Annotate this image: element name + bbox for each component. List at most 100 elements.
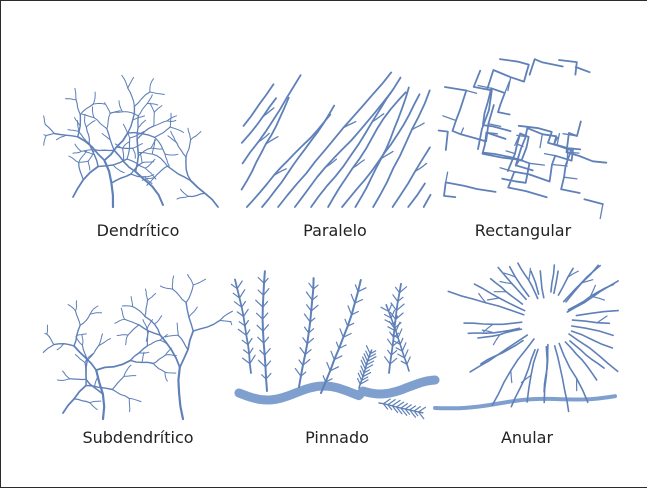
pinnate-feather [304,314,310,322]
subdendritic-stream [128,325,139,335]
radial-tributary [529,268,531,280]
subdendritic-stream [90,313,101,314]
dendritic-stream [113,165,124,173]
pinnate-feather [383,399,390,404]
rectangular-tributary [552,165,567,167]
subdendritic-stream [160,286,172,289]
dendritic-stream [150,92,164,95]
dendritic-stream [122,75,128,88]
dendritic-stream [117,147,133,149]
subdendritic-stream [76,336,82,345]
parallel-stream [393,147,430,207]
rectangular-tributary [506,151,515,154]
rectangular-stream [530,59,563,74]
dendritic-stream [147,95,152,104]
panel-annular: Anular [435,263,619,453]
dendritic-stream [137,126,154,139]
dendritic-stream [76,100,80,115]
subdendritic-stream [153,355,165,364]
pinnate-feather [237,281,242,289]
dendritic-stream [191,132,201,140]
parallel-stream [328,92,406,207]
pinnate-feather [393,295,398,302]
rectangular-tributary [564,177,577,179]
subdendritic-stream [165,372,176,373]
subdendritic-stream [87,346,99,361]
subdendritic-stream [155,316,162,324]
dendritic-stream [94,118,107,129]
subdendritic-stream [145,300,148,316]
rectangular-tributary [466,91,476,94]
rectangular-tributary [545,154,556,156]
radial-stream [576,311,618,316]
dendritic-stream [68,130,79,132]
caption-pinnate: Pinnado [239,428,435,448]
subdendritic-stream [117,335,128,336]
dendritic-stream [122,112,138,116]
dendritic-stream [167,116,176,121]
rectangular-stream [576,67,590,72]
dendritic-stream [46,134,54,136]
pinnate-feather [331,351,334,359]
dendritic-stream [154,166,167,178]
pinnate-feather [388,339,393,346]
subdendritic-stream [43,345,54,353]
pinnate-feather [405,405,411,409]
pinnate-stream [321,280,361,393]
pinnate-feather [300,348,305,355]
subdendritic-stream [76,301,77,311]
pinnate-feather [265,349,271,356]
dendritic-stream [128,88,135,106]
rectangular-tributary [529,163,544,165]
parallel-stream [244,84,274,126]
dendritic-stream [86,121,95,127]
dendritic-stream [151,148,162,149]
subdendritic-stream [68,305,75,312]
subdendritic-stream [125,319,139,325]
subdendritic-stream [172,276,173,289]
dendritic-stream [119,101,122,112]
caption-annular: Anular [435,428,619,448]
pinnate-feather [336,342,339,348]
dendritic-stream [134,92,150,106]
dendritic-stream [75,88,76,99]
pinnate-feather [366,351,369,357]
radial-tributary [487,298,499,300]
radial-stream [551,265,554,292]
subdendritic-stream [177,323,178,335]
pinnate-feather [299,360,303,365]
pinnate-feather [361,366,364,373]
radial-stream [540,271,544,298]
subdendritic-stream [145,289,147,300]
pinnate-feather [242,302,246,308]
pinnate-feather [400,338,403,344]
dendritic-stream [177,143,186,157]
subdendritic-stream [133,307,145,317]
dendritic-stream [79,163,84,180]
radial-stream [570,341,604,368]
subdendritic-stream [69,379,86,380]
subdendritic-stream [86,386,112,390]
pinnate-feather [396,287,400,292]
dendritic-stream [150,79,154,92]
radial-stream [470,335,527,372]
pinnate-feather [389,304,392,311]
subdendritic-stream [112,376,124,389]
pinnate-feather [410,406,416,410]
pinnate-feather [244,309,249,316]
pinnate-feather [348,306,352,315]
dendritic-pattern-drawing [43,57,233,212]
dendritic-stream [111,174,131,183]
dendritic-stream [93,103,105,104]
pinnate-feather [407,357,410,364]
pinnate-feather [248,339,252,345]
subdendritic-stream [220,311,232,320]
panel-parallel: Paralelo [239,57,431,247]
subdendritic-stream [115,319,125,323]
caption-parallel: Paralelo [239,221,431,241]
rectangular-tributary [446,172,448,182]
pinnate-feather [402,343,406,351]
subdendritic-pattern-drawing [43,263,233,423]
dendritic-stream [44,116,46,125]
parallel-stream [242,98,289,190]
